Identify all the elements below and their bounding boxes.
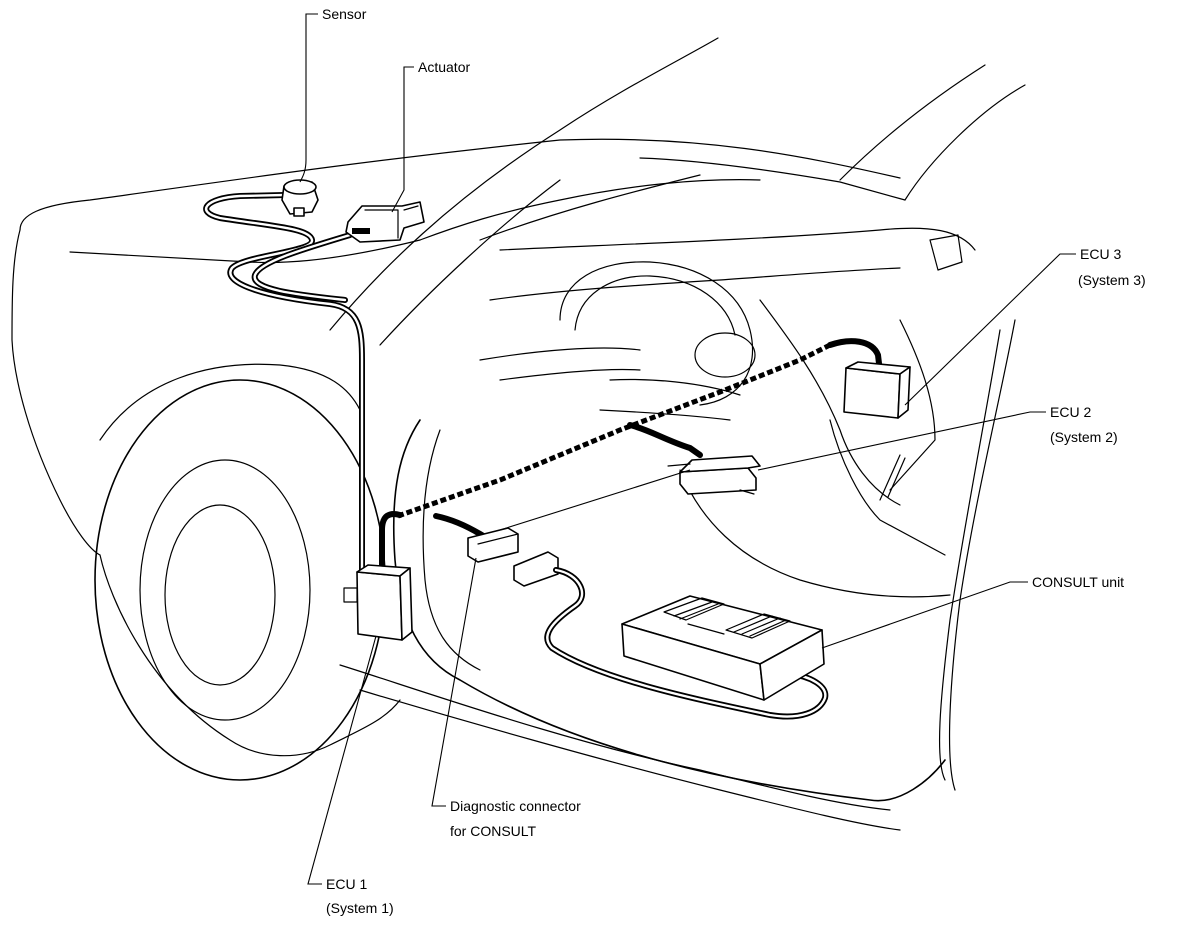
label-diagnostic-line2: for CONSULT xyxy=(450,823,537,839)
sill-line xyxy=(339,664,891,811)
dash-vent xyxy=(929,234,963,271)
cabin-harness xyxy=(397,338,883,543)
center-console xyxy=(759,299,901,506)
leader-actuator xyxy=(391,66,414,213)
windshield-top xyxy=(479,174,701,241)
car-body xyxy=(11,37,1026,831)
b-pillar-1 xyxy=(948,319,1016,791)
windshield-line xyxy=(639,157,906,201)
ecu3-component xyxy=(843,361,911,419)
label-sensor: Sensor xyxy=(322,6,367,22)
fender-front xyxy=(11,229,101,556)
hood-crease xyxy=(69,239,421,264)
sill-line-2 xyxy=(359,689,901,831)
roof-line xyxy=(839,64,986,181)
roof-line-2 xyxy=(904,84,1026,201)
label-ecu1-line2: (System 1) xyxy=(326,900,394,916)
floor-line xyxy=(829,419,946,556)
leader-ecu2-to-diag xyxy=(499,469,691,531)
ecu2-component xyxy=(667,455,761,495)
harness-main-trunk xyxy=(397,342,832,519)
label-diagnostic-line1: Diagnostic connector xyxy=(450,798,581,814)
label-ecu1-line1: ECU 1 xyxy=(326,876,367,892)
knee-panel xyxy=(479,347,641,381)
door-opening-inner xyxy=(422,429,481,671)
dashboard-lower xyxy=(489,267,901,301)
leader-sensor xyxy=(299,13,318,183)
label-actuator: Actuator xyxy=(418,59,470,75)
glovebox-area xyxy=(889,319,936,491)
label-consult-unit: CONSULT unit xyxy=(1032,574,1124,590)
callout-labels: Sensor Actuator ECU 3 (System 3) ECU 2 (… xyxy=(322,6,1146,916)
leader-diagnostic xyxy=(431,557,477,807)
front-tire-rim xyxy=(139,459,311,721)
leader-consult xyxy=(821,581,1028,649)
dashboard-top xyxy=(499,227,976,251)
label-ecu2-line2: (System 2) xyxy=(1050,429,1118,445)
leader-ecu3 xyxy=(904,253,1076,406)
leader-ecu1 xyxy=(307,635,377,885)
consult-unit-component xyxy=(621,595,825,701)
a-pillar-inner xyxy=(379,179,561,346)
actuator-component xyxy=(345,201,425,243)
steering-shroud xyxy=(559,261,754,406)
a-pillar-outer xyxy=(329,37,719,331)
wheel-arch xyxy=(99,363,361,441)
leader-lines xyxy=(299,13,1076,885)
hood-outline xyxy=(19,138,901,231)
steering-hub xyxy=(694,332,756,378)
consult-cable xyxy=(513,551,829,720)
harness-diag-branch xyxy=(433,513,493,543)
steering-shroud-inner xyxy=(574,275,736,336)
harness-ecu2-branch xyxy=(627,422,703,458)
cowl-line xyxy=(419,179,761,241)
pedal-line xyxy=(879,454,906,501)
fender-lower xyxy=(99,554,401,757)
harness-ecu1-up xyxy=(379,510,403,573)
label-ecu2-line1: ECU 2 xyxy=(1050,404,1091,420)
lower-dash-curve xyxy=(679,469,951,598)
ecu1-component xyxy=(343,564,413,641)
sensor-component xyxy=(281,179,319,217)
engine-harness xyxy=(203,192,403,573)
leader-ecu2 xyxy=(757,411,1046,471)
label-ecu3-line2: (System 3) xyxy=(1078,272,1146,288)
front-tire-outer xyxy=(94,379,386,781)
harness-ecu3 xyxy=(827,338,883,375)
b-pillar-2 xyxy=(938,329,1001,781)
label-ecu3-line1: ECU 3 xyxy=(1080,246,1121,262)
front-tire-hub xyxy=(164,504,276,686)
